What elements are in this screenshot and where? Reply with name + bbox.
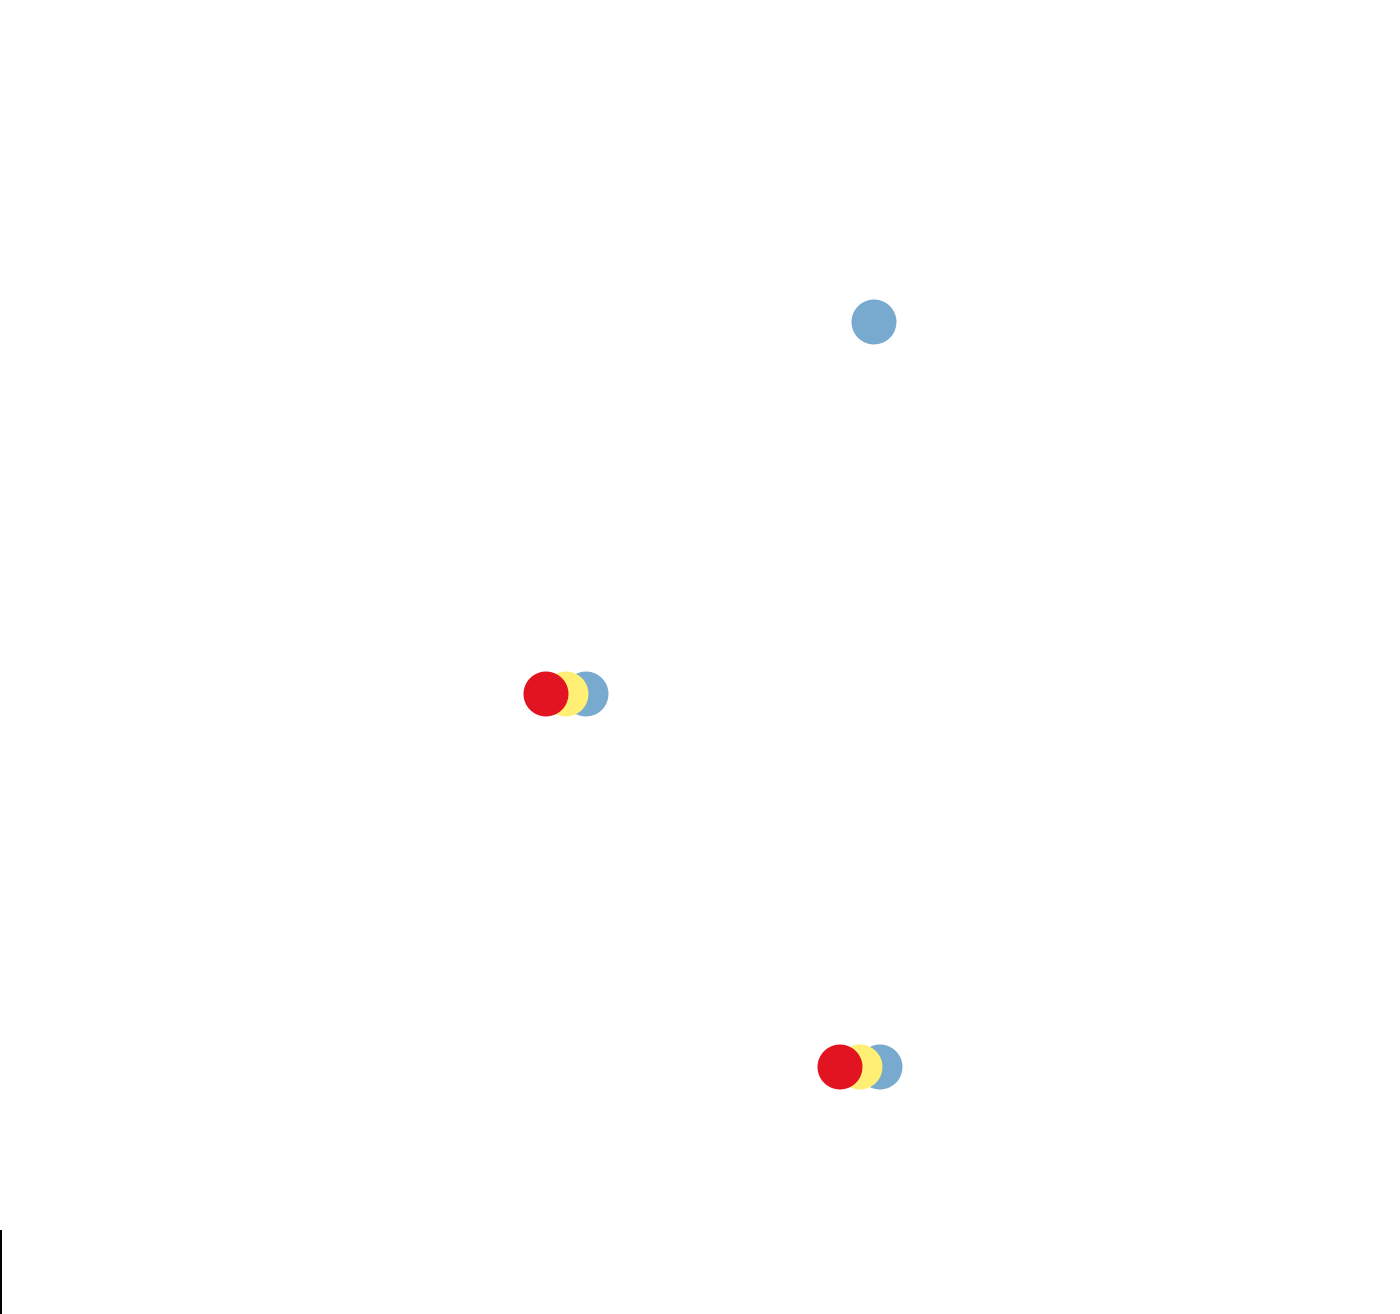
blue-dot — [851, 299, 897, 345]
red-dot — [817, 1044, 863, 1090]
red-dot — [523, 671, 569, 717]
single-blue-dot — [851, 299, 897, 345]
dot-cluster-1 — [523, 671, 609, 717]
dot-cluster-2 — [817, 1044, 903, 1090]
